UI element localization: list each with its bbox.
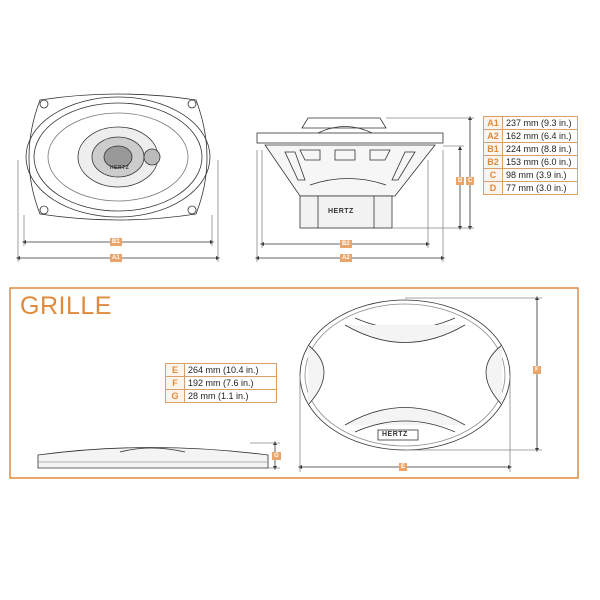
label-b1: B1 — [110, 238, 122, 246]
speaker-front-view — [25, 93, 211, 221]
label-c: C — [466, 177, 475, 185]
grille-side-view — [37, 447, 269, 469]
grille-brand-logo: HERTZ — [382, 431, 408, 438]
label-a2: A2 — [340, 254, 352, 262]
label-f: F — [533, 366, 541, 374]
speaker-side-view — [256, 117, 444, 229]
grille-section-frame — [9, 287, 579, 479]
grille-front-view — [299, 299, 511, 451]
label-g: G — [272, 452, 281, 460]
grille-title: GRILLE — [20, 292, 112, 320]
magnet-brand-logo: HERTZ — [328, 208, 354, 215]
front-brand-logo: HERTZ — [110, 165, 130, 171]
label-e: E — [399, 463, 408, 471]
label-b2: B2 — [340, 240, 352, 248]
label-d: D — [456, 177, 465, 185]
label-a1: A1 — [110, 254, 122, 262]
